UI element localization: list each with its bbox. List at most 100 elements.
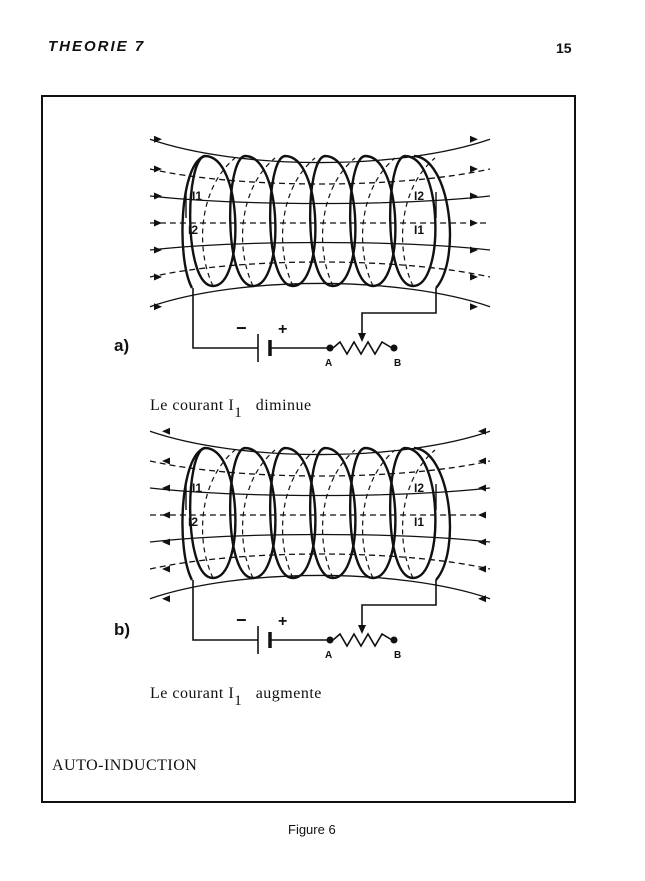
coil-loop	[309, 446, 357, 580]
field-line	[149, 261, 491, 278]
current-label-right-bottom: I1	[414, 223, 424, 237]
current-label-left-top: I1	[192, 481, 202, 495]
field-arrow	[154, 303, 162, 311]
wire-left	[192, 288, 258, 349]
coil-loop	[229, 154, 277, 288]
battery-minus: −	[236, 318, 247, 338]
field-line	[149, 241, 491, 251]
coil-end-right	[413, 446, 452, 581]
field-line	[149, 553, 491, 570]
field-arrow	[478, 595, 486, 603]
current-label-left-bottom: I2	[188, 515, 198, 529]
caption-panel-b: Le courant I1 augmente	[150, 685, 322, 709]
coil-end-left	[181, 446, 206, 581]
field-line	[149, 138, 491, 164]
field-arrow	[470, 192, 478, 200]
page-number: 15	[556, 40, 572, 56]
current-label-left-top: I1	[192, 189, 202, 203]
wire-left	[192, 580, 258, 641]
terminal-a-dot	[326, 344, 334, 352]
figure-frame	[41, 95, 576, 803]
battery-plus: +	[278, 321, 287, 338]
field-line	[149, 195, 491, 205]
field-arrow	[478, 538, 486, 546]
wire-slider	[361, 580, 437, 628]
chapter-title: THEORIE 7	[48, 38, 146, 55]
coil-end-right	[413, 154, 452, 289]
field-arrow	[470, 219, 478, 227]
caption-a-subscript: 1	[234, 405, 243, 421]
field-arrow	[478, 427, 486, 435]
field-line	[149, 168, 491, 185]
field-arrow	[478, 565, 486, 573]
panel-b-label: b)	[114, 620, 131, 639]
field-arrow	[162, 565, 170, 573]
field-arrow	[478, 511, 486, 519]
field-arrow	[470, 165, 478, 173]
current-label-right-top: I2	[414, 189, 424, 203]
slider-arrow	[358, 625, 366, 634]
caption-a-suffix: diminue	[255, 397, 312, 414]
battery-plus: +	[278, 613, 287, 630]
field-arrow	[154, 135, 162, 143]
field-arrow	[470, 246, 478, 254]
coil-loop	[229, 446, 277, 580]
field-arrow	[154, 246, 162, 254]
coil-loop	[349, 446, 397, 580]
field-arrow	[478, 457, 486, 465]
field-arrow	[162, 427, 170, 435]
rheostat	[332, 632, 393, 648]
field-arrow	[470, 303, 478, 311]
field-line	[149, 533, 491, 543]
coil-loop	[269, 446, 317, 580]
coil-loop	[189, 154, 237, 288]
field-line	[149, 282, 491, 308]
figure-caption: Figure 6	[288, 822, 336, 837]
terminal-b-dot	[390, 344, 398, 352]
current-label-right-top: I2	[414, 481, 424, 495]
coil-end-left	[181, 154, 206, 289]
field-arrow	[154, 192, 162, 200]
slider-arrow	[358, 333, 366, 342]
field-arrow	[154, 273, 162, 281]
field-arrow	[162, 484, 170, 492]
caption-a-prefix: Le courant I	[150, 397, 235, 414]
field-arrow	[470, 135, 478, 143]
field-line	[149, 460, 491, 477]
coil-loop	[389, 154, 437, 288]
coil-loop	[349, 154, 397, 288]
field-arrow	[162, 511, 170, 519]
field-line	[149, 430, 491, 456]
caption-b-subscript: 1	[234, 693, 243, 709]
caption-b-prefix: Le courant I	[150, 685, 235, 702]
coil-loop	[269, 154, 317, 288]
field-line	[149, 487, 491, 497]
rheostat	[332, 340, 393, 356]
caption-b-suffix: augmente	[255, 685, 322, 702]
terminal-b-label: B	[394, 358, 401, 369]
panel-a-label: a)	[114, 336, 130, 355]
terminal-a-label: A	[325, 358, 332, 369]
caption-panel-a: Le courant I1 diminue	[150, 397, 312, 421]
field-arrow	[162, 595, 170, 603]
field-line	[149, 574, 491, 600]
wire-slider	[361, 288, 437, 336]
current-label-left-bottom: I2	[188, 223, 198, 237]
battery-minus: −	[236, 610, 247, 630]
terminal-b-label: B	[394, 650, 401, 661]
field-arrow	[154, 165, 162, 173]
field-arrow	[162, 457, 170, 465]
coil-loop	[389, 446, 437, 580]
figure-title: AUTO-INDUCTION	[52, 757, 198, 774]
terminal-b-dot	[390, 636, 398, 644]
field-arrow	[154, 219, 162, 227]
field-arrow	[470, 273, 478, 281]
terminal-a-dot	[326, 636, 334, 644]
field-arrow	[478, 484, 486, 492]
current-label-right-bottom: I1	[414, 515, 424, 529]
coil-loop	[309, 154, 357, 288]
terminal-a-label: A	[325, 650, 332, 661]
